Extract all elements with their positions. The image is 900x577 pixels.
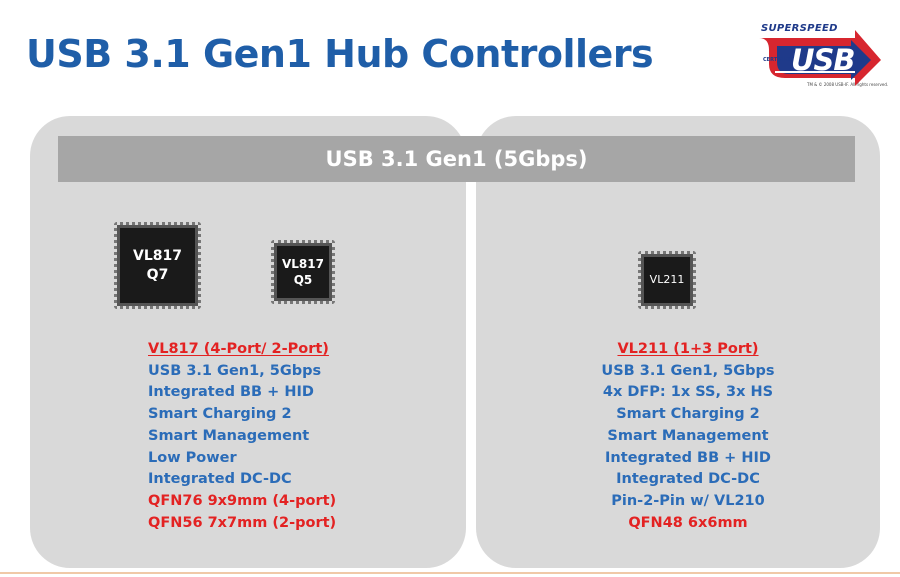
chip-label: Q5 bbox=[293, 273, 313, 287]
list-item: USB 3.1 Gen1, 5Gbps bbox=[148, 362, 322, 379]
vl817-q5-chip-image: VL817 Q5 bbox=[271, 240, 335, 304]
vl211-heading: VL211 (1+3 Port) bbox=[617, 341, 759, 357]
list-item: Low Power bbox=[148, 449, 237, 466]
speed-banner: USB 3.1 Gen1 (5Gbps) bbox=[58, 136, 855, 182]
package-item: QFN56 7x7mm (2-port) bbox=[148, 514, 337, 531]
list-item: Smart Charging 2 bbox=[148, 406, 292, 423]
package-item: QFN76 9x9mm (4-port) bbox=[148, 492, 337, 509]
logo-trademark-text: TM & © 2008 USB-IF. All rights reserved. bbox=[807, 82, 889, 87]
list-item: Smart Management bbox=[148, 427, 310, 444]
list-item: Integrated DC-DC bbox=[148, 471, 292, 488]
page-title: USB 3.1 Gen1 Hub Controllers bbox=[26, 32, 654, 76]
vl817-q7-chip-image: VL817 Q7 bbox=[114, 222, 201, 309]
list-item: Smart Management bbox=[607, 427, 769, 444]
list-item: Pin-2-Pin w/ VL210 bbox=[611, 492, 765, 509]
logo-superspeed-text: SUPERSPEED bbox=[761, 23, 838, 34]
usb-superspeed-certified-logo: SUPERSPEED CERTIFIED USB TM & © 2008 USB… bbox=[755, 20, 888, 96]
list-item: Integrated BB + HID bbox=[605, 449, 771, 466]
chip-label: VL211 bbox=[649, 272, 685, 286]
vl211-spec-list: VL211 (1+3 Port) USB 3.1 Gen1, 5Gbps 4x … bbox=[0, 339, 900, 534]
vl817-heading: VL817 (4-Port/ 2-Port) bbox=[148, 341, 329, 357]
chip-label: VL817 bbox=[133, 247, 182, 264]
list-item: 4x DFP: 1x SS, 3x HS bbox=[602, 384, 774, 401]
list-item: USB 3.1 Gen1, 5Gbps bbox=[601, 362, 775, 379]
list-item: Integrated BB + HID bbox=[148, 384, 314, 401]
list-item: Integrated DC-DC bbox=[616, 471, 760, 488]
list-item: Smart Charging 2 bbox=[616, 406, 760, 423]
vl211-panel bbox=[476, 116, 880, 568]
vl817-spec-list: VL817 (4-Port/ 2-Port) USB 3.1 Gen1, 5Gb… bbox=[148, 339, 336, 534]
logo-certified-text: CERTIFIED bbox=[763, 57, 792, 63]
bottom-divider bbox=[0, 572, 900, 574]
vl817-panel bbox=[30, 116, 466, 568]
vl211-chip-image: VL211 bbox=[638, 251, 696, 309]
chip-label: VL817 bbox=[282, 256, 324, 271]
package-item: QFN48 6x6mm bbox=[628, 514, 748, 531]
chip-label: Q7 bbox=[146, 266, 169, 283]
logo-usb-text: USB bbox=[791, 43, 856, 77]
usb-logo-graphic bbox=[759, 30, 881, 86]
